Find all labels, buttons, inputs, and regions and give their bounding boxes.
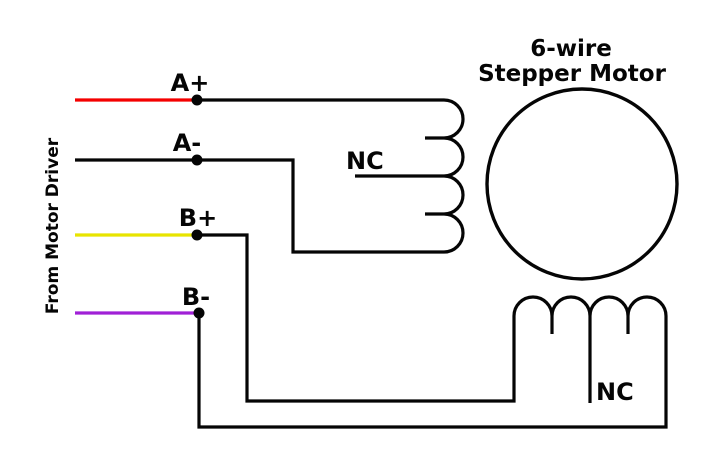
diagram-title-line2: Stepper Motor	[478, 61, 667, 87]
junction-dot-b-plus	[191, 229, 203, 241]
junction-dot-a-minus	[191, 154, 203, 166]
label-nc-phase-b: NC	[596, 378, 634, 406]
source-label-from-motor-driver: From Motor Driver	[43, 137, 63, 314]
label-a-plus: A+	[171, 69, 210, 97]
conductors	[75, 98, 668, 429]
motor-body-circle	[485, 87, 679, 281]
label-b-minus: B-	[182, 283, 210, 311]
phase-a-winding-path	[75, 98, 465, 254]
junction-dot-b-minus	[193, 307, 205, 319]
junction-dots	[191, 94, 205, 319]
diagram-title-line1: 6-wire	[530, 36, 612, 62]
junction-dot-a-plus	[191, 94, 203, 106]
label-a-minus: A-	[173, 129, 202, 157]
label-b-plus: B+	[179, 204, 217, 232]
phase-b-winding-path	[197, 233, 668, 429]
label-nc-phase-a: NC	[346, 147, 384, 175]
